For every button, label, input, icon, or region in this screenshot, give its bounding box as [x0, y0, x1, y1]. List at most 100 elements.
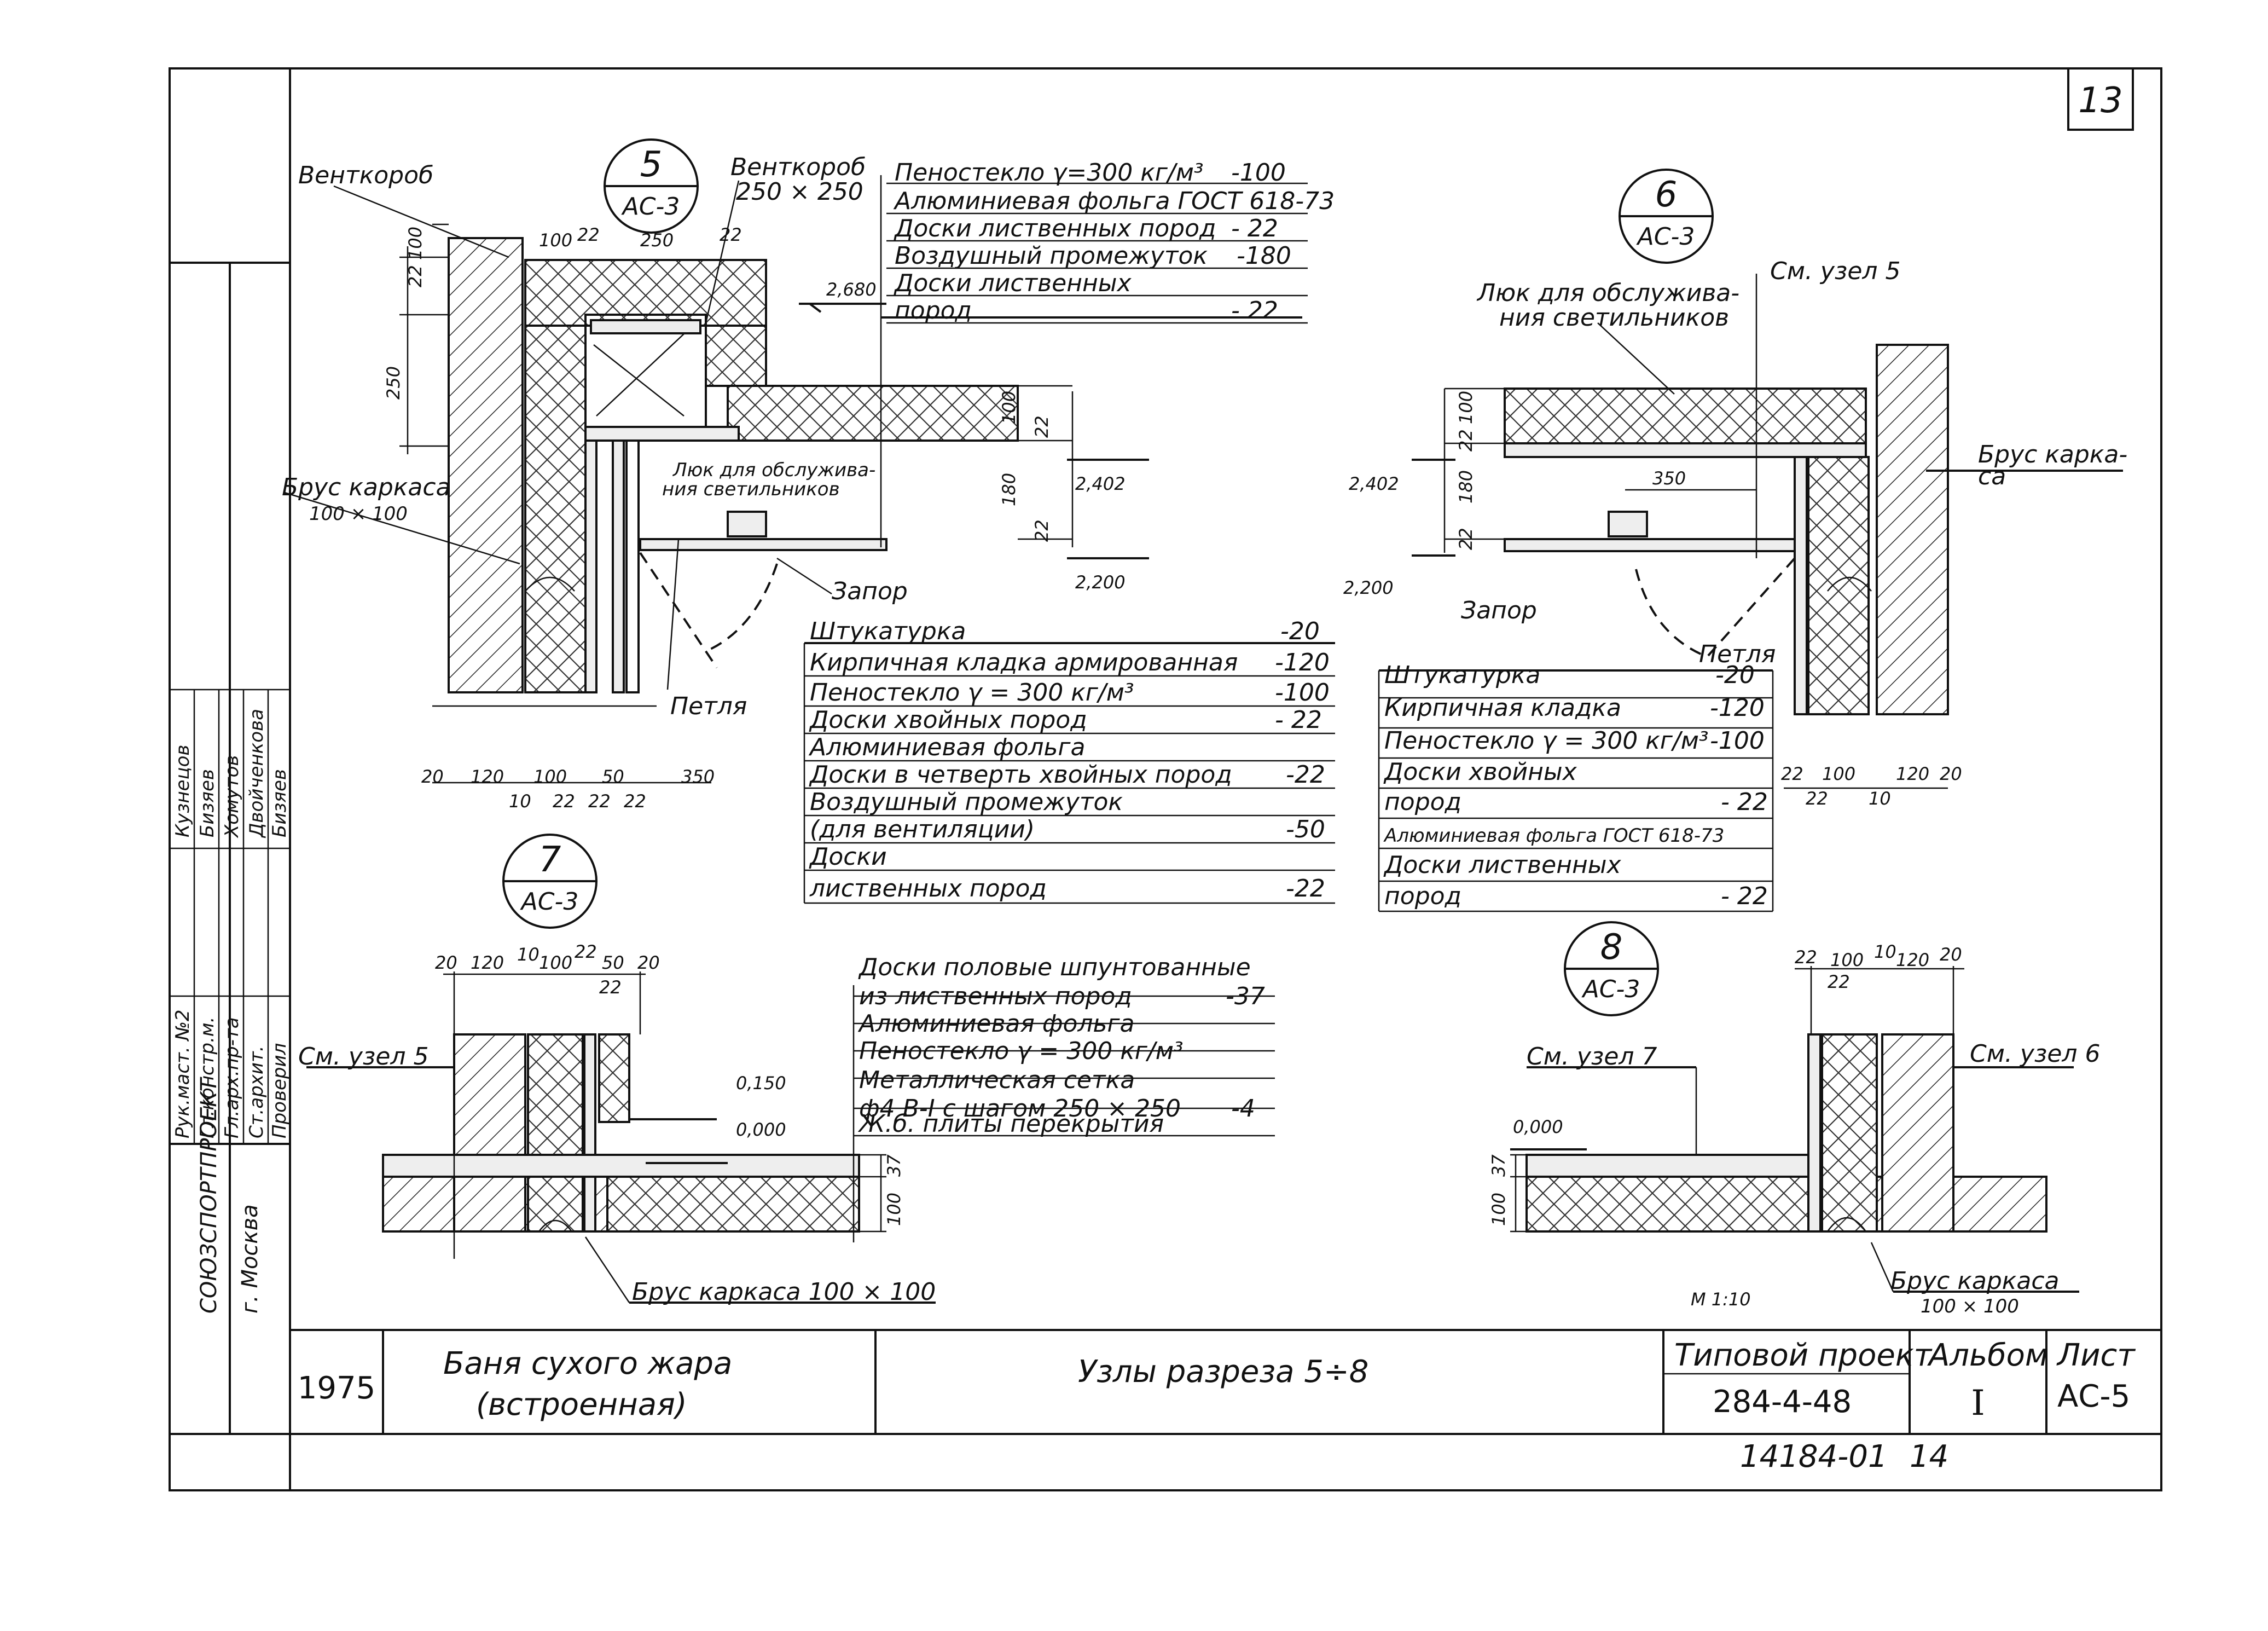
wall5-layer-8-text: Доски: [809, 843, 887, 871]
node-7-dim-top-0: 20: [435, 952, 457, 973]
node-6-lock-label: Запор: [1461, 597, 1537, 624]
node-5-dim-top-1: 22: [577, 224, 600, 245]
stamp-name-1: Бизяев: [196, 769, 218, 837]
ceiling-layer-5-text: пород: [895, 297, 972, 325]
floor7-layer-6-text: Ж.б. плиты перекрытия: [857, 1110, 1164, 1138]
node-6-dim-bot-3: 20: [1940, 764, 1962, 784]
node-5-number: 5: [640, 144, 663, 185]
node-6-dim-left-1: 22: [1455, 429, 1476, 452]
wall6-layer-0-value: -20: [1715, 661, 1755, 689]
node-5-dim-left-1: 100: [405, 227, 426, 260]
node-7-dim-right-0: 37: [884, 1154, 904, 1177]
node-6-drawing: [1379, 274, 2123, 789]
wall6-layer-6-text: Доски лиственных: [1383, 851, 1621, 879]
node-5-dim-top-3: 22: [720, 224, 742, 245]
node-8-drawing: [1510, 966, 2079, 1293]
scale-label: М 1:10: [1691, 1289, 1751, 1310]
wall5-layer-2-value: -100: [1275, 679, 1330, 707]
node-5-dim-bot-1: 120: [471, 766, 504, 787]
node-6-dim-left-3: 22: [1455, 528, 1476, 550]
node-6-dim-350: 350: [1652, 468, 1686, 489]
ceiling-layer-3-value: -180: [1237, 242, 1291, 270]
ceiling-layer-4-text: Доски лиственных: [894, 269, 1132, 297]
city-name: г. Москва: [237, 1204, 263, 1314]
wall6-layer-4-text: пород: [1384, 788, 1461, 816]
ceiling-layer-0-value: -100: [1231, 159, 1286, 187]
node-6-dim-bot-4: 22: [1806, 788, 1828, 809]
node-5-dim-bot-7: 22: [588, 791, 611, 812]
node-7-marker: 7 АС-3: [502, 834, 598, 929]
node-6-number: 6: [1655, 175, 1678, 215]
node-7-see-label: См. узел 5: [298, 1043, 429, 1071]
wall5-layer-0-text: Штукатурка: [810, 617, 966, 645]
floor7-layer-5-value: -4: [1231, 1095, 1255, 1123]
node-5-dim-left-2: 250: [383, 366, 404, 400]
wall6-layer-2-value: -100: [1710, 727, 1765, 755]
node-8-see6-label: См. узел 6: [1970, 1040, 2101, 1068]
wall5-layer-1-text: Кирпичная кладка армированная: [810, 649, 1238, 676]
node-5-level-1: 2,680: [826, 279, 877, 300]
node-7-dim-top-2: 10: [517, 944, 540, 965]
wall6-layer-5-text: Алюминиевая фольга ГОСТ 618-73: [1383, 825, 1724, 847]
floor7-layer-1-value: -37: [1226, 982, 1265, 1010]
organization-name: СОЮЗСПОРТПРОЕКТ: [196, 1076, 222, 1314]
node-8-dim-top-1: 100: [1830, 950, 1864, 970]
wall5-layer-0-value: -20: [1280, 617, 1320, 645]
node-6-ref: АС-3: [1636, 223, 1695, 251]
project-number: 284-4-48: [1713, 1384, 1852, 1420]
node-5-ventkorob-label: Венткороб: [298, 161, 433, 189]
ceiling-layer-2-text: Доски лиственных пород: [894, 215, 1216, 242]
node-8-brus-label: Брус каркаса: [1890, 1267, 2060, 1295]
title-line-2: (встроенная): [476, 1387, 687, 1422]
node-8-dim-left-0: 37: [1488, 1154, 1509, 1177]
node-6-dim-bot-2: 120: [1896, 764, 1929, 784]
node-7-level-1: 0,150: [736, 1073, 786, 1094]
node-8-ref: АС-3: [1581, 975, 1640, 1003]
wall5-layer-6-text: Воздушный промежуток: [810, 788, 1123, 816]
wall6-layer-7-text: пород: [1384, 882, 1461, 910]
node-7-dim-right-1: 100: [884, 1193, 904, 1226]
wall5-layer-1-value: -120: [1275, 649, 1330, 676]
stamp-role-4: Проверил: [269, 1043, 291, 1138]
node-7-dim-top-5: 50: [602, 952, 624, 973]
node-5-dim-bot-8: 22: [624, 791, 646, 812]
node-5-dim-bot-2: 100: [533, 766, 567, 787]
wall6-layer-1-text: Кирпичная кладка: [1384, 694, 1621, 722]
floor7-layer-5-text: ф4 В-I с шагом 250 × 250: [859, 1095, 1181, 1123]
album-value: I: [1971, 1383, 1985, 1424]
node-5-dim-bot-3: 50: [602, 766, 624, 787]
wall6-layer-0-text: Штукатурка: [1384, 661, 1540, 689]
node-5-hatch-label2: ния светильников: [662, 478, 840, 500]
wall5-layer-5-text: Доски в четверть хвойных пород: [809, 761, 1232, 789]
node-5-dim-bot-5: 10: [509, 791, 531, 812]
node-5-ventkorob2-label: Венткороб: [730, 153, 866, 181]
wall5-layer-4-text: Алюминиевая фольга: [808, 733, 1086, 761]
sheet-number: 13: [2078, 80, 2122, 121]
node-6-dim-left-0: 100: [1455, 391, 1476, 424]
node-6-dim-left-2: 180: [1455, 470, 1476, 504]
node-5-dim-right-0: 100: [999, 391, 1019, 424]
node-5-level-3: 2,200: [1075, 572, 1126, 593]
node-8-brus-size: 100 × 100: [1921, 1295, 2019, 1317]
floor7-layer-4-text: Металлическая сетка: [859, 1066, 1135, 1094]
stamp-role-3: Ст.архит.: [246, 1045, 268, 1138]
node-5-brus-size: 100 × 100: [309, 503, 408, 525]
node-5-dim-left-0: 22: [405, 265, 426, 287]
archive-code: 14184-01: [1740, 1439, 1888, 1474]
floor7-layer-0-text: Доски половые шпунтованные: [858, 953, 1251, 981]
ceiling-layer-5-value: - 22: [1231, 297, 1278, 325]
floor7-layer-1-text: из лиственных пород: [859, 982, 1132, 1010]
node-6-level-1: 2,402: [1349, 473, 1399, 494]
node-5-dim-top-2: 250: [640, 230, 674, 251]
node-7-floor-layers: Доски половые шпунтованные из лиственных…: [854, 953, 1275, 1138]
wall5-layer-9-text: лиственных пород: [809, 875, 1047, 903]
node-8-dim-top-4: 20: [1940, 944, 1962, 965]
archive-sheet: 14: [1910, 1439, 1948, 1474]
node-5-dim-bot-4: 350: [681, 766, 715, 787]
wall5-layer-9-value: -22: [1286, 875, 1325, 903]
node-5-dim-right-3: 22: [1031, 519, 1052, 542]
node-7-drawing: [306, 971, 936, 1304]
ceiling-layer-2-value: - 22: [1231, 215, 1278, 242]
node-6-see-label: См. узел 5: [1770, 257, 1901, 285]
node-6-wall-layers: Штукатурка -20 Кирпичная кладка -120 Пен…: [1378, 661, 1774, 912]
